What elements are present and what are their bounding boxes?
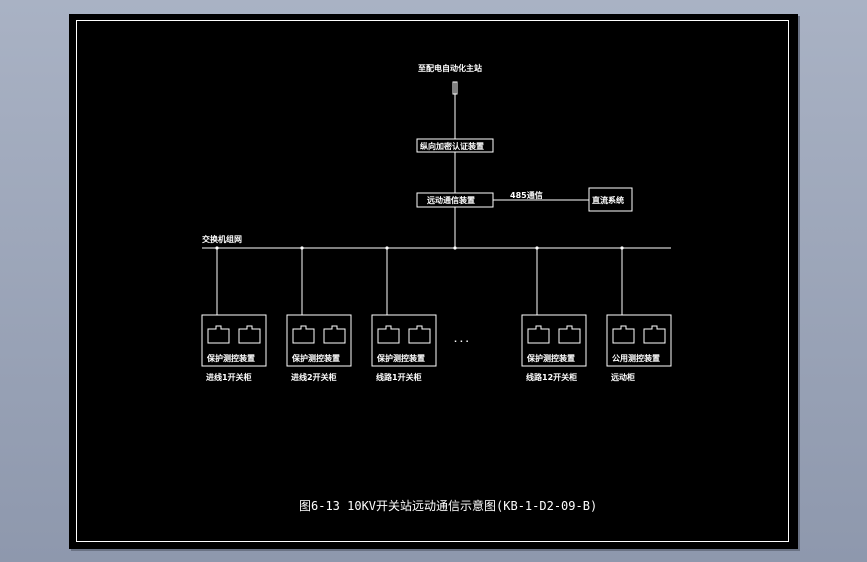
unit-cabinet-label: 进线2开关柜 — [291, 372, 337, 382]
ethernet-port-icon — [527, 325, 550, 344]
unit-device-label: 保护测控装置 — [526, 353, 575, 363]
ethernet-port-icon — [558, 325, 581, 344]
ethernet-port-icon — [408, 325, 431, 344]
dc-system-label: 直流系统 — [592, 195, 624, 205]
unit-cabinet-label: 进线1开关柜 — [206, 372, 252, 382]
ellipsis-label: · · · — [454, 337, 469, 346]
device-units: 保护测控装置进线1开关柜保护测控装置进线2开关柜保护测控装置线路1开关柜保护测控… — [201, 246, 672, 382]
ethernet-port-icon — [612, 325, 635, 344]
unit-device-label: 保护测控装置 — [376, 353, 425, 363]
unit-cabinet-label: 线路1开关柜 — [376, 372, 422, 382]
drawing-border — [76, 20, 789, 542]
uplink-connector — [452, 81, 458, 95]
dc-system-box — [588, 187, 633, 212]
unit-box — [606, 314, 672, 367]
network-label: 交换机组网 — [202, 234, 242, 244]
ethernet-port-icon — [643, 325, 666, 344]
bus-tap-dot — [300, 246, 304, 250]
unit-cabinet-label: 远动柜 — [611, 372, 635, 382]
unit-box — [286, 314, 352, 367]
unit-box — [201, 314, 267, 367]
ethernet-port-icon — [238, 325, 261, 344]
unit-box — [371, 314, 437, 367]
unit-device-label: 公用测控装置 — [612, 353, 660, 363]
master-station-label: 至配电自动化主站 — [418, 63, 482, 73]
unit-box — [521, 314, 587, 367]
bus-tap-dot — [215, 246, 219, 250]
drawing-caption: 图6-13 10KV开关站远动通信示意图(KB-1-D2-09-B) — [299, 498, 597, 513]
ethernet-port-icon — [377, 325, 400, 344]
drawing-sheet — [69, 14, 798, 549]
unit-device-label: 保护测控装置 — [206, 353, 255, 363]
unit-device-label: 保护测控装置 — [291, 353, 340, 363]
ethernet-port-icon — [323, 325, 346, 344]
ethernet-port-icon — [207, 325, 230, 344]
bus-tap-dot — [535, 246, 539, 250]
unit-cabinet-label: 线路12开关柜 — [526, 372, 577, 382]
encryption-device-label: 纵向加密认证装置 — [420, 141, 484, 151]
telecontrol-device-label: 远动通信装置 — [427, 195, 475, 205]
bus-tap-dot — [385, 246, 389, 250]
ethernet-port-icon — [292, 325, 315, 344]
bus-tap-dot — [620, 246, 624, 250]
rs485-link-label: 485通信 — [510, 190, 543, 200]
